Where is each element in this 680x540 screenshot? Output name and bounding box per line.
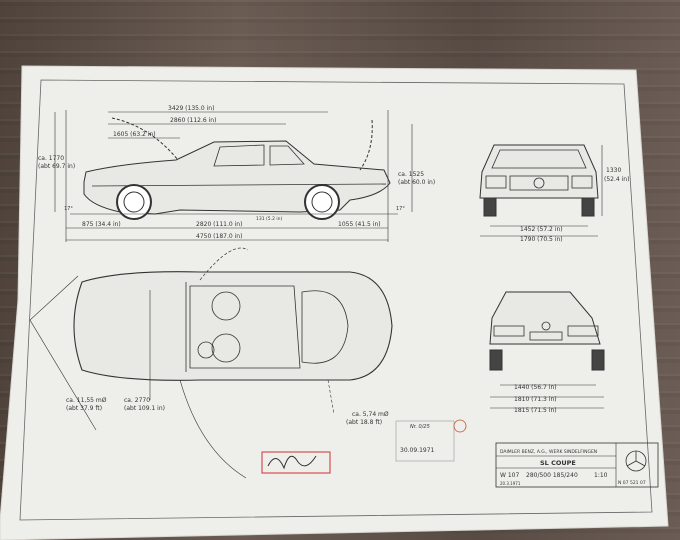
side-front-wheel — [116, 184, 152, 220]
top-rear-window — [301, 290, 349, 364]
top-seat-right — [211, 333, 241, 363]
side-open-trunk — [359, 119, 373, 171]
title-code: W 107 — [500, 472, 519, 479]
top-open-door — [199, 247, 249, 281]
side-open-hood — [111, 117, 179, 161]
front-windshield — [491, 149, 587, 169]
title-versions: 280/500 185/240 — [526, 472, 578, 479]
top-body — [73, 271, 393, 381]
height-open-b: (abt 69.7 in) — [38, 163, 75, 170]
rear-light-right — [567, 325, 599, 337]
rear-width-b: 1815 (71.5 in) — [514, 407, 557, 414]
title-date: 20.3.1971 — [500, 481, 521, 486]
dim-mid: 2860 (112.6 in) — [170, 117, 216, 124]
side-rear-window — [269, 145, 305, 166]
front-height-in: (52.4 in) — [604, 176, 629, 183]
top-turn-circle — [29, 275, 97, 431]
rear-body — [489, 291, 601, 345]
signature — [267, 455, 317, 470]
front-grille — [509, 175, 569, 191]
turn-circle-a-in: (abt 37.9 ft) — [66, 405, 102, 412]
angle-front: 17° — [64, 206, 73, 212]
top-seat-left — [211, 291, 241, 321]
title-block — [495, 442, 659, 488]
dim-hood: 1605 (63.2 in) — [113, 131, 156, 138]
front-track: 1452 (57.2 in) — [520, 226, 563, 233]
top-view — [29, 247, 393, 479]
front-body — [479, 144, 599, 199]
turn-circle-b: ca. 5,74 mØ — [352, 411, 389, 418]
red-seal — [453, 419, 467, 433]
rear-plate — [529, 331, 563, 341]
overall-length: 4750 (187.0 in) — [196, 233, 242, 240]
stamp-date: 30.09.1971 — [400, 447, 435, 454]
front-width: 1790 (70.5 in) — [520, 236, 563, 243]
dim-top: 3429 (135.0 in) — [168, 105, 214, 112]
wheelbase: 2820 (111.0 in) — [196, 221, 242, 228]
title-maker: DAIMLER BENZ, A.G., WERK SINDELFINGEN — [500, 449, 597, 455]
top-steering — [197, 341, 215, 359]
turn-circle-a: ca. 11,55 mØ — [66, 397, 107, 404]
angle-rear: 17° — [396, 206, 405, 212]
rear-track: 1440 (56.7 in) — [514, 384, 557, 391]
dim-a-in: (abt 109.1 in) — [124, 405, 165, 412]
inner-border — [19, 79, 653, 521]
rear-view — [489, 291, 605, 409]
top-cabin — [189, 285, 301, 369]
dim-a: ca. 2770 — [124, 397, 150, 404]
ground-clearance: 131 (5.2 in) — [256, 216, 282, 222]
mercedes-star — [626, 451, 646, 467]
front-height: 1330 — [606, 167, 621, 174]
title-model: SL COUPE — [540, 459, 576, 467]
height-open-a: ca. 1770 — [38, 155, 64, 162]
stamp-handwritten: Nr. 0/25 — [410, 424, 430, 430]
side-rear-wheel — [304, 184, 340, 220]
height-open-c: ca. 1525 — [398, 171, 424, 178]
side-window-line — [213, 144, 265, 167]
front-headlight-right — [571, 175, 593, 189]
stamp-box — [395, 420, 455, 462]
rear-star — [541, 321, 551, 331]
red-stamp-box — [261, 451, 331, 474]
side-view — [54, 110, 413, 242]
front-view — [479, 144, 603, 237]
rear-light-left — [493, 325, 525, 337]
height-open-d: (abt 60.0 in) — [398, 179, 435, 186]
rear-overhang: 1055 (41.5 in) — [338, 221, 381, 228]
title-scale: 1:10 — [594, 472, 608, 479]
title-sheet: N 07 521 07 — [618, 480, 646, 486]
front-headlight-left — [485, 175, 507, 189]
front-overhang: 875 (34.4 in) — [82, 221, 121, 228]
front-star — [533, 177, 545, 189]
rear-width-a: 1810 (71.3 in) — [514, 396, 557, 403]
turn-circle-b-in: (abt 18.8 ft) — [346, 419, 382, 426]
